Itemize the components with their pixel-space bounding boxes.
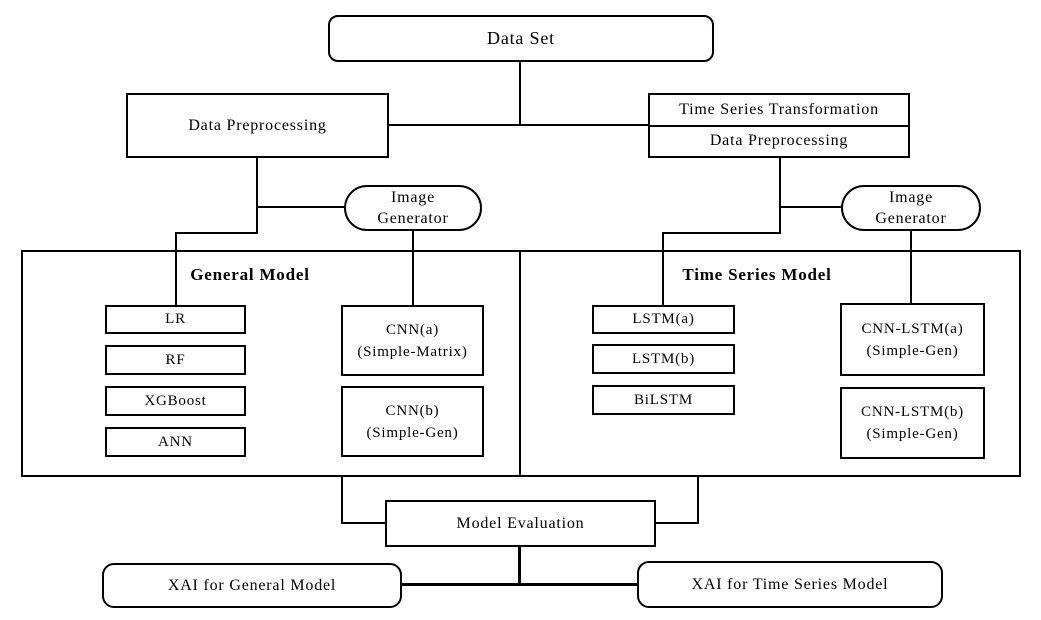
time-series-model-heading: Time Series Model	[657, 265, 857, 285]
model-node-cnn-lstm-a: CNN-LSTM(a) (Simple-Gen)	[840, 303, 985, 376]
xai-general-node: XAI for General Model	[102, 563, 402, 608]
model-node-rf: RF	[105, 345, 246, 375]
model-node-bilstm: BiLSTM	[592, 385, 735, 415]
connector-main-horizontal	[389, 124, 648, 126]
xai-general-label: XAI for General Model	[167, 576, 337, 594]
ts-transformation-label: Time Series Transformation	[679, 100, 879, 118]
model-evaluation-label: Model Evaluation	[456, 514, 585, 532]
connector-timeseries-to-evaluation-horizontal	[655, 522, 699, 524]
model-node-cnn-lstm-b: CNN-LSTM(b) (Simple-Gen)	[840, 387, 985, 459]
xai-time-series-node: XAI for Time Series Model	[637, 561, 943, 608]
right-preprocessing-cell: Data Preprocessing	[650, 127, 908, 157]
model-label-ann: ANN	[158, 433, 193, 450]
model-node-xgboost: XGBoost	[105, 386, 246, 416]
connector-evaluation-down	[518, 547, 521, 586]
dataset-node: Data Set	[328, 15, 714, 62]
connector-right-preprocessing-down	[779, 158, 781, 234]
general-model-heading: General Model	[150, 265, 350, 285]
image-generator-right-line1: Image	[889, 189, 933, 206]
ts-transformation-node: Time Series Transformation Data Preproce…	[648, 93, 910, 158]
general-model-heading-label: General Model	[190, 265, 310, 284]
model-node-lstm-b: LSTM(b)	[592, 344, 735, 374]
connector-general-to-evaluation-horizontal	[341, 522, 387, 524]
connector-left-preprocessing-down	[256, 158, 258, 234]
cnn-lstm-a-name: CNN-LSTM(a)	[861, 320, 964, 337]
cnn-lstm-b-name: CNN-LSTM(b)	[861, 404, 964, 420]
model-node-ann: ANN	[105, 427, 246, 457]
connector-right-image-generator-down	[910, 228, 912, 305]
connector-left-elbow-horizontal	[175, 232, 258, 234]
model-label-lr: LR	[165, 311, 186, 327]
model-node-cnn-a: CNN(a) (Simple-Matrix)	[341, 305, 484, 376]
model-label-xgboost: XGBoost	[144, 392, 207, 409]
cnn-a-name: CNN(a)	[385, 321, 440, 338]
model-node-lr: LR	[105, 305, 246, 334]
cnn-lstm-a-variant: (Simple-Gen)	[866, 342, 959, 359]
image-generator-right-line2: Generator	[875, 210, 947, 227]
connector-timeseries-to-evaluation-vertical	[697, 476, 699, 524]
cnn-lstm-b-variant: (Simple-Gen)	[866, 426, 959, 442]
model-label-lstm-a: LSTM(a)	[632, 311, 695, 327]
left-preprocessing-label: Data Preprocessing	[188, 116, 327, 134]
ts-transformation-cell: Time Series Transformation	[650, 95, 908, 127]
connector-xai-horizontal	[402, 583, 637, 586]
time-series-model-heading-label: Time Series Model	[682, 265, 832, 284]
right-preprocessing-label: Data Preprocessing	[709, 132, 849, 150]
model-label-bilstm: BiLSTM	[634, 391, 693, 408]
image-generator-left-line1: Image	[391, 189, 435, 206]
cnn-a-variant: (Simple-Matrix)	[357, 343, 468, 360]
model-label-rf: RF	[165, 351, 186, 368]
connector-into-lr	[175, 232, 177, 307]
connector-right-elbow-horizontal	[662, 232, 781, 234]
model-evaluation-node: Model Evaluation	[385, 500, 656, 547]
model-node-lstm-a: LSTM(a)	[592, 305, 735, 334]
cnn-b-name: CNN(b)	[385, 402, 440, 419]
connector-into-lstm	[662, 232, 664, 307]
model-label-lstm-b: LSTM(b)	[631, 350, 696, 367]
connector-right-to-image-generator	[780, 206, 842, 208]
connector-general-to-evaluation-vertical	[341, 476, 343, 524]
container-divider	[519, 250, 521, 477]
dataset-label: Data Set	[487, 28, 555, 48]
model-node-cnn-b: CNN(b) (Simple-Gen)	[341, 386, 484, 457]
connector-left-to-image-generator	[257, 206, 345, 208]
left-preprocessing-node: Data Preprocessing	[126, 93, 389, 158]
connector-left-image-generator-down	[412, 228, 414, 307]
connector-dataset-down	[519, 62, 521, 126]
cnn-b-variant: (Simple-Gen)	[366, 424, 459, 441]
image-generator-right-node: Image Generator	[841, 185, 981, 231]
image-generator-left-line2: Generator	[377, 210, 449, 227]
image-generator-left-node: Image Generator	[344, 185, 482, 231]
xai-time-series-label: XAI for Time Series Model	[691, 575, 889, 593]
